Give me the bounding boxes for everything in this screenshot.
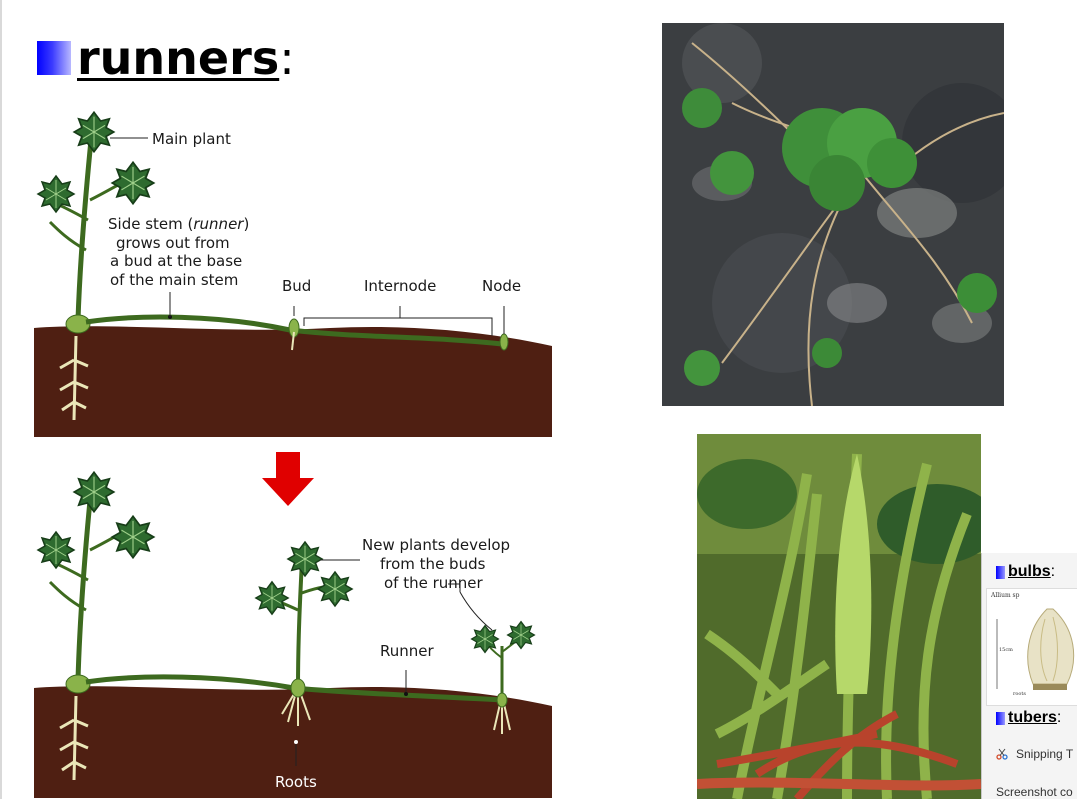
leaf-icon — [37, 175, 75, 213]
leaf-icon — [111, 161, 155, 205]
thumb-scale: 15cm — [999, 647, 1013, 653]
runner-diagram: Main plant Side stem (runner) grows out … — [34, 111, 552, 798]
thumb-caption-top: Allium sp — [990, 592, 1020, 599]
label-internode: Internode — [364, 277, 436, 295]
strawberry-runners-photo — [662, 23, 1004, 406]
tubers-link[interactable]: tubers — [1008, 709, 1057, 726]
label-side-stem-2: grows out from — [116, 234, 230, 252]
panel-item-bulbs[interactable]: bulbs : — [996, 563, 1055, 581]
bulbs-link[interactable]: bulbs — [1008, 563, 1051, 580]
label-node: Node — [482, 277, 521, 295]
scissors-icon — [996, 748, 1008, 760]
label-new-plants-3: of the runner — [384, 574, 484, 592]
slide-left-edge — [0, 0, 2, 799]
bullet-icon — [996, 711, 1005, 725]
slide-title[interactable]: runners — [77, 31, 280, 85]
side-preview-panel: bulbs : Allium sp 15cm roots tubers : Sn… — [981, 553, 1077, 799]
snipping-tool-notification[interactable]: Snipping T — [996, 747, 1073, 761]
slide-title-block: runners : — [37, 30, 295, 86]
label-bud: Bud — [282, 277, 311, 295]
label-main-plant: Main plant — [152, 130, 231, 148]
label-runner: Runner — [380, 642, 434, 660]
leaf-icon — [317, 571, 353, 607]
snipping-tool-title: Snipping T — [1016, 747, 1074, 761]
label-side-stem-4: of the main stem — [110, 271, 238, 289]
soil-top — [34, 326, 552, 437]
label-side-stem-1: Side stem (runner) — [108, 215, 249, 233]
leaf-icon — [470, 624, 500, 654]
bulb-thumbnail: Allium sp 15cm roots — [986, 588, 1077, 706]
main-stem-top — [75, 129, 95, 321]
leaf-icon — [255, 581, 289, 615]
leaf-icon — [73, 111, 115, 153]
label-new-plants-2: from the buds — [380, 555, 486, 573]
bullet-icon — [996, 565, 1005, 579]
label-side-stem-3: a bud at the base — [110, 252, 242, 270]
thumb-caption-bottom: roots — [1013, 691, 1026, 697]
tubers-colon: : — [1056, 709, 1062, 726]
leaf-icon — [287, 541, 323, 577]
leaf-icon — [37, 531, 75, 569]
slide-title-colon: : — [279, 31, 295, 85]
strawberry-crown-photo — [697, 434, 981, 799]
down-arrow-icon — [262, 452, 314, 506]
panel-item-tubers[interactable]: tubers : — [996, 709, 1061, 727]
label-roots: Roots — [275, 773, 317, 791]
bulbs-colon: : — [1050, 563, 1056, 580]
leaf-icon — [111, 515, 155, 559]
leaf-icon — [73, 471, 115, 513]
title-bullet-icon — [37, 41, 71, 75]
label-new-plants-1: New plants develop — [362, 536, 510, 554]
snipping-tool-subtitle: Screenshot co — [996, 785, 1073, 799]
roots-top — [59, 335, 89, 421]
soil-bottom — [34, 686, 552, 798]
